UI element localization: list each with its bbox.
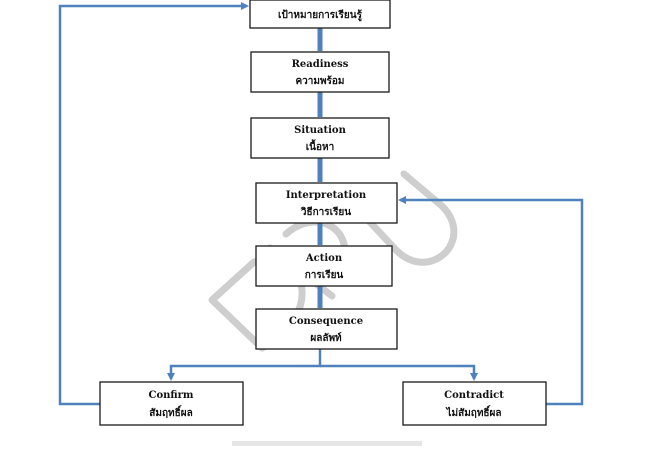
node-readiness: Readiness ความพร้อม <box>250 51 390 93</box>
node-contradict-title: Contradict <box>444 390 504 401</box>
edge-consequence-confirm <box>167 349 322 381</box>
node-consequence-title: Consequence <box>289 316 363 327</box>
node-confirm-sub: สัมฤทธิ์ผล <box>149 405 192 419</box>
node-interpretation: Interpretation วิธีการเรียน <box>255 182 398 224</box>
node-situation-sub: เนื้อหา <box>306 139 334 153</box>
node-confirm: Confirm สัมฤทธิ์ผล <box>99 381 244 426</box>
node-interpretation-sub: วิธีการเรียน <box>300 206 351 218</box>
node-action-sub: การเรียน <box>305 269 344 281</box>
node-action: Action การเรียน <box>255 245 393 287</box>
nodes: เป้าหมายการเรียนรู้ Readiness ความพร้อม … <box>99 0 547 426</box>
node-contradict-sub: ไม่สัมฤทธิ์ผล <box>445 405 501 419</box>
node-consequence-sub: ผลลัพท์ <box>310 332 342 344</box>
edge-contradict-interpretation <box>398 196 584 406</box>
node-interpretation-title: Interpretation <box>286 190 367 201</box>
node-situation: Situation เนื้อหา <box>250 117 390 159</box>
node-goal-label: เป้าหมายการเรียนรู้ <box>278 9 363 22</box>
node-contradict: Contradict ไม่สัมฤทธิ์ผล <box>402 381 547 426</box>
node-action-title: Action <box>305 253 343 264</box>
caption-artifact <box>232 441 422 446</box>
node-consequence: Consequence ผลลัพท์ <box>255 308 398 350</box>
node-readiness-sub: ความพร้อม <box>295 75 344 87</box>
node-goal: เป้าหมายการเรียนรู้ <box>249 0 391 29</box>
node-confirm-title: Confirm <box>148 390 193 401</box>
edge-consequence-contradict <box>320 364 478 381</box>
node-situation-title: Situation <box>294 125 346 136</box>
connectors <box>58 2 584 406</box>
edge-confirm-goal <box>58 2 249 406</box>
node-readiness-title: Readiness <box>292 59 349 70</box>
watermark-letter-u <box>351 170 458 266</box>
